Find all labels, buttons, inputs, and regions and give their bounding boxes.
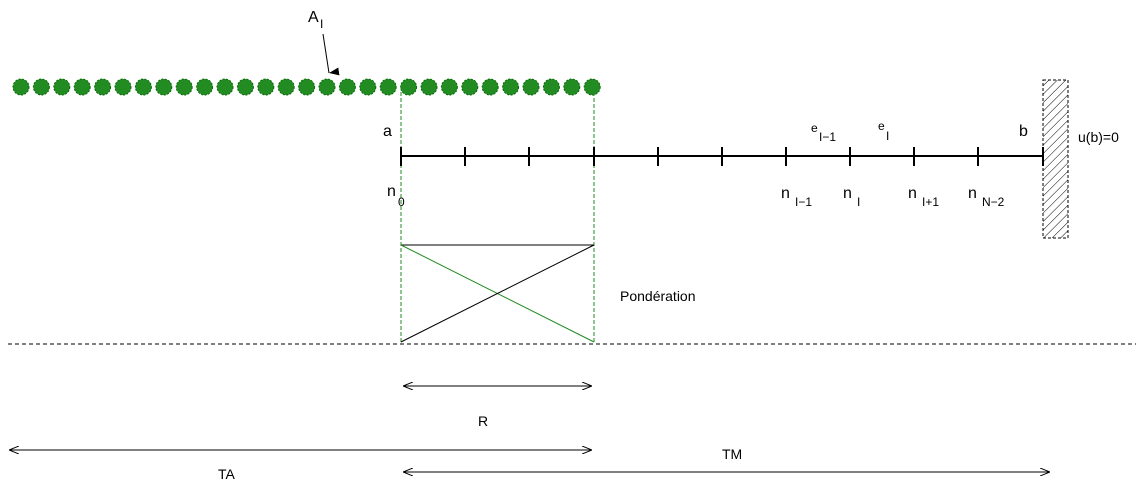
atom [583, 78, 601, 96]
atom [502, 78, 520, 96]
atom [155, 78, 173, 96]
atom [114, 78, 132, 96]
atom [196, 78, 214, 96]
node-label-nI: n I [843, 185, 860, 209]
node-nN-2-sub: N−2 [982, 195, 1005, 209]
atom [318, 78, 336, 96]
atom [73, 78, 91, 96]
boundary-condition: u(b)=0 [1078, 129, 1119, 145]
node-nI+1-main: n [908, 185, 917, 202]
node-nI-1-sub: I−1 [795, 195, 812, 209]
TM-label: TM [722, 446, 742, 462]
node-nI-sub: I [857, 195, 860, 209]
element-label-eI: e I [878, 119, 889, 143]
atom [32, 78, 50, 96]
weighting-box [400, 244, 595, 343]
atom [257, 78, 275, 96]
TA-label: TA [218, 466, 236, 482]
element-eI-1-main: e [811, 121, 818, 135]
atom-pointer-arrow [322, 33, 340, 76]
atom [481, 78, 499, 96]
atom-row [12, 78, 601, 96]
element-eI-sub: I [886, 129, 889, 143]
atom [440, 78, 458, 96]
atom [542, 78, 560, 96]
atom [277, 78, 295, 96]
atom [216, 78, 234, 96]
atom-label-main: A [308, 9, 319, 26]
atom [359, 78, 377, 96]
fixed-wall [1042, 79, 1069, 239]
atom [134, 78, 152, 96]
atom [461, 78, 479, 96]
node-n0-sub: 0 [398, 195, 405, 209]
node-nI-1-main: n [781, 185, 790, 202]
weighting-label: Pondération [620, 288, 696, 304]
element-eI-1-sub: I−1 [819, 130, 836, 144]
node-label-nN-2: n N−2 [968, 185, 1005, 209]
node-label-nI-1: n I−1 [781, 185, 812, 209]
atom [338, 78, 356, 96]
atom [12, 78, 30, 96]
node-nI-main: n [843, 185, 852, 202]
element-label-eI-1: e I−1 [811, 121, 836, 144]
node-nN-2-main: n [968, 185, 977, 202]
atom [53, 78, 71, 96]
atom [522, 78, 540, 96]
node-label-nI+1: n I+1 [908, 185, 939, 209]
atom [400, 78, 418, 96]
atom-label-sub: I [320, 17, 323, 31]
atom [175, 78, 193, 96]
R-label: R [478, 413, 488, 429]
atom [379, 78, 397, 96]
atom [420, 78, 438, 96]
atom [298, 78, 316, 96]
atom [236, 78, 254, 96]
node-nI+1-sub: I+1 [922, 195, 939, 209]
element-eI-main: e [878, 119, 885, 133]
atom [563, 78, 581, 96]
label-b: b [1019, 123, 1028, 140]
node-label-n0: n 0 [387, 183, 405, 209]
node-n0-main: n [387, 183, 396, 200]
atom-label: A I [308, 9, 323, 31]
label-a: a [383, 123, 392, 140]
atom [94, 78, 112, 96]
